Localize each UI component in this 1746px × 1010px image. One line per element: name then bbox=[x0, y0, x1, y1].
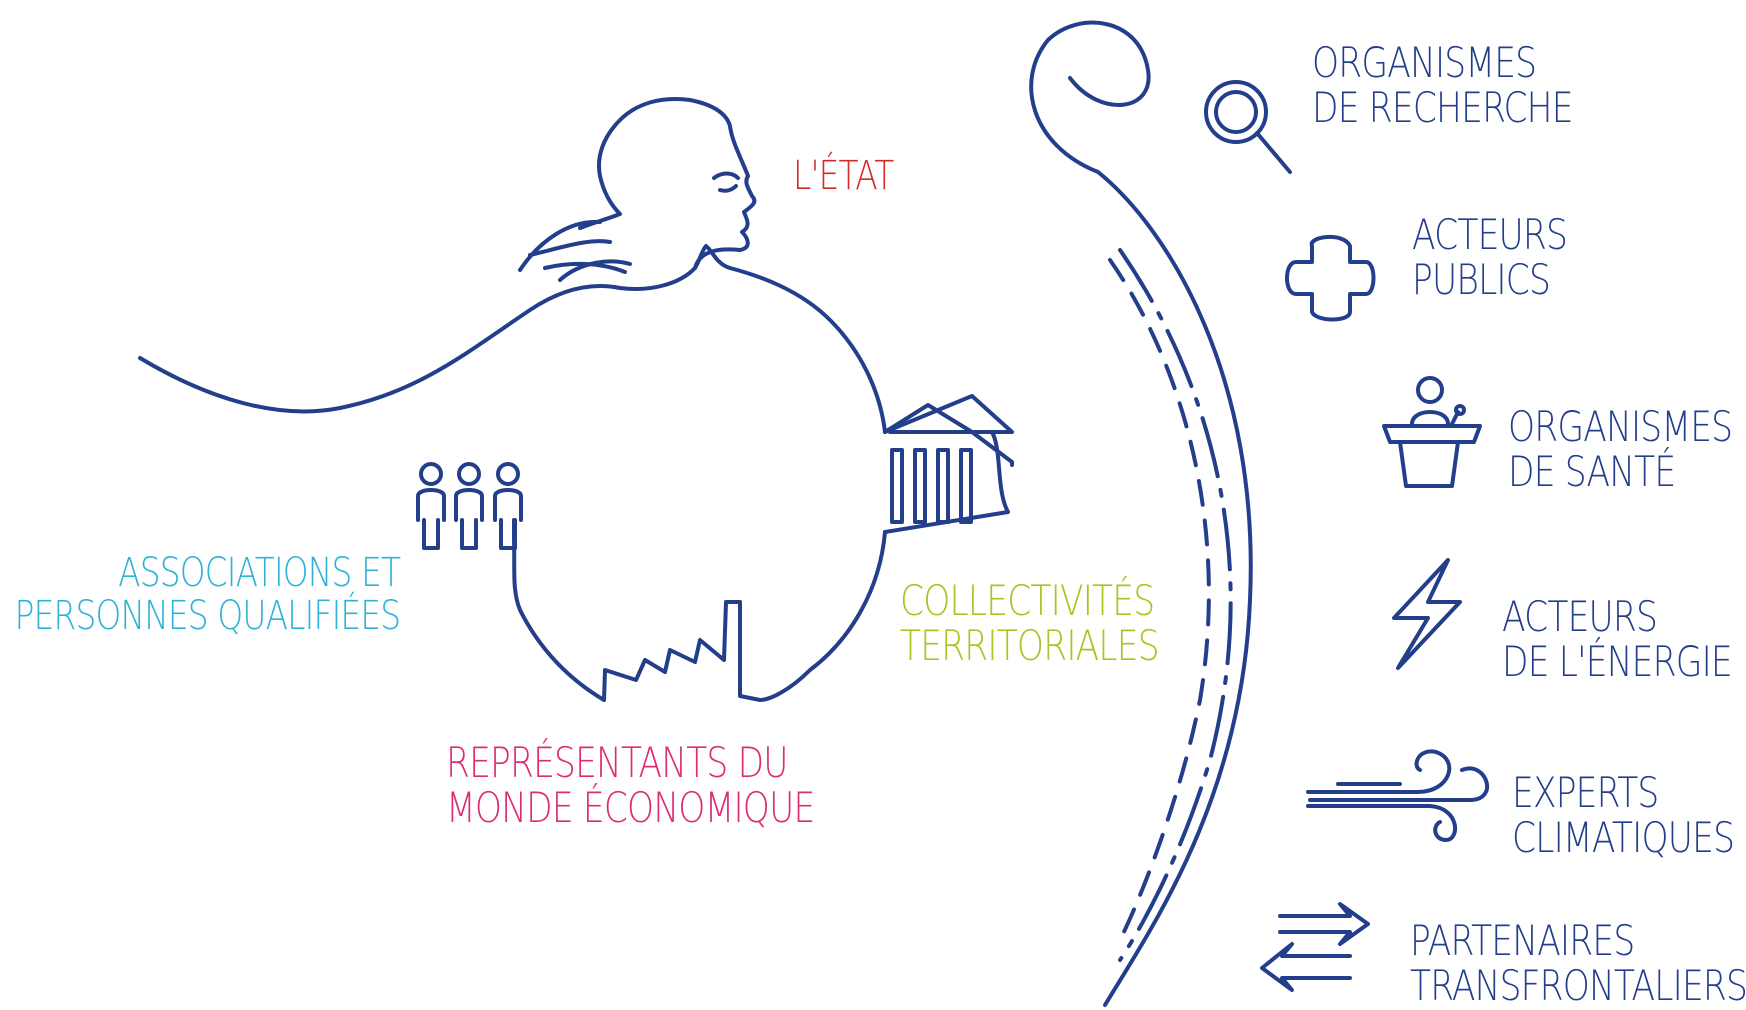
marianne-bird bbox=[518, 219, 632, 282]
label-acteurs-energie: ACTEURS DE L'ÉNERGIE bbox=[1502, 592, 1733, 687]
magnifier-icon bbox=[1204, 80, 1292, 174]
label-organismes-sante-line2: DE SANTÉ bbox=[1508, 447, 1676, 497]
label-economique: REPRÉSENTANTS DU MONDE ÉCONOMIQUE bbox=[446, 738, 815, 833]
label-experts-climatiques: EXPERTS CLIMATIQUES bbox=[1512, 768, 1735, 863]
label-associations-line1: ASSOCIATIONS ET bbox=[117, 550, 401, 596]
marianne-outline bbox=[138, 244, 1014, 467]
swirl-arc bbox=[1029, 20, 1151, 174]
label-acteurs-energie-line1: ACTEURS bbox=[1502, 592, 1658, 641]
label-collectivites-line1: COLLECTIVITÉS bbox=[900, 576, 1155, 625]
label-associations-line2: PERSONNES QUALIFIÉES bbox=[14, 593, 400, 640]
marianne-lower bbox=[512, 530, 887, 702]
label-organismes-recherche: ORGANISMES DE RECHERCHE bbox=[1312, 38, 1574, 133]
label-partenaires-line2: TRANSFRONTALIERS bbox=[1410, 961, 1746, 1010]
people-icon bbox=[416, 462, 523, 550]
label-organismes-sante: ORGANISMES DE SANTÉ bbox=[1508, 402, 1733, 497]
label-etat-text: L'ÉTAT bbox=[793, 153, 894, 199]
exchange-arrows-icon bbox=[1260, 902, 1370, 992]
label-collectivites-line2: TERRITORIALES bbox=[900, 621, 1160, 671]
medical-cross-icon bbox=[1285, 235, 1376, 322]
outer-arc bbox=[1096, 170, 1253, 1007]
third-arc bbox=[1108, 258, 1211, 942]
marianne-head bbox=[578, 97, 757, 270]
label-acteurs-energie-line2: DE L'ÉNERGIE bbox=[1502, 637, 1733, 687]
town-hall-icon bbox=[883, 394, 1014, 534]
speaker-podium-icon bbox=[1382, 376, 1482, 488]
label-experts-climatiques-line2: CLIMATIQUES bbox=[1512, 813, 1735, 863]
label-etat: L'ÉTAT bbox=[793, 153, 894, 199]
marianne-eye bbox=[712, 171, 740, 193]
label-associations: ASSOCIATIONS ET PERSONNES QUALIFIÉES bbox=[14, 550, 401, 640]
label-experts-climatiques-line1: EXPERTS bbox=[1512, 768, 1659, 817]
label-economique-line1: REPRÉSENTANTS DU bbox=[446, 738, 789, 787]
label-partenaires-transfrontaliers: PARTENAIRES TRANSFRONTALIERS bbox=[1410, 918, 1746, 1009]
label-acteurs-publics-line2: PUBLICS bbox=[1412, 255, 1551, 305]
label-organismes-sante-line1: ORGANISMES bbox=[1508, 402, 1733, 451]
label-economique-line2: MONDE ÉCONOMIQUE bbox=[446, 783, 815, 833]
label-organismes-recherche-line1: ORGANISMES bbox=[1312, 38, 1537, 87]
inner-arc bbox=[1118, 248, 1233, 962]
label-acteurs-publics: ACTEURS PUBLICS bbox=[1412, 210, 1568, 305]
label-collectivites: COLLECTIVITÉS TERRITORIALES bbox=[900, 576, 1160, 671]
label-organismes-recherche-line2: DE RECHERCHE bbox=[1312, 83, 1574, 133]
label-acteurs-publics-line1: ACTEURS bbox=[1412, 210, 1568, 259]
lightning-icon bbox=[1392, 558, 1462, 670]
wind-icon bbox=[1306, 749, 1490, 842]
label-partenaires-line1: PARTENAIRES bbox=[1410, 916, 1635, 965]
